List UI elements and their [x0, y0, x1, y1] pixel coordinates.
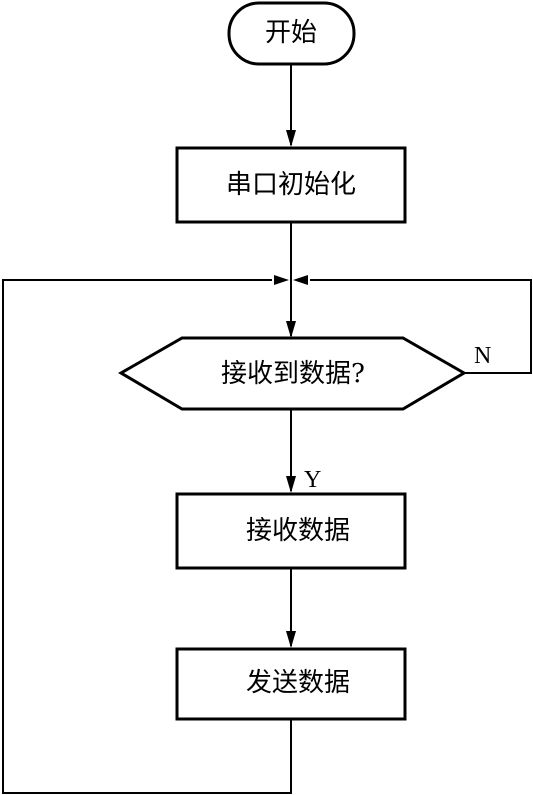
no-branch-label: N [474, 343, 491, 369]
init-serial-box [175, 146, 407, 224]
arrowheads [274, 130, 308, 648]
start-terminator [227, 1, 356, 66]
arrowhead-to-receive [286, 476, 296, 493]
arrowhead-to-decision [286, 321, 296, 338]
connectors [2, 64, 532, 794]
decision-hexagon [118, 336, 467, 411]
loop-back-main-path [2, 279, 292, 794]
start-label: 开始 [265, 18, 317, 48]
decision-label: 接收到数据? [221, 359, 365, 389]
receive-node: 接收数据 [175, 492, 407, 570]
send-label: 发送数据 [246, 668, 350, 698]
decision-node: 接收到数据? [118, 336, 467, 411]
arrowhead-loop-into-junction [274, 275, 289, 285]
loop-back-no-path [310, 279, 532, 374]
send-box [175, 647, 407, 721]
start-node: 开始 [227, 1, 356, 66]
arrowhead-no-into-junction [293, 275, 308, 285]
init-serial-node: 串口初始化 [175, 146, 407, 224]
receive-label: 接收数据 [246, 516, 350, 546]
send-node: 发送数据 [175, 647, 407, 721]
init-serial-label: 串口初始化 [226, 170, 356, 200]
receive-box [175, 492, 407, 570]
yes-branch-label: Y [304, 467, 321, 493]
arrowhead-to-init [286, 130, 296, 147]
arrowhead-to-send [286, 631, 296, 648]
